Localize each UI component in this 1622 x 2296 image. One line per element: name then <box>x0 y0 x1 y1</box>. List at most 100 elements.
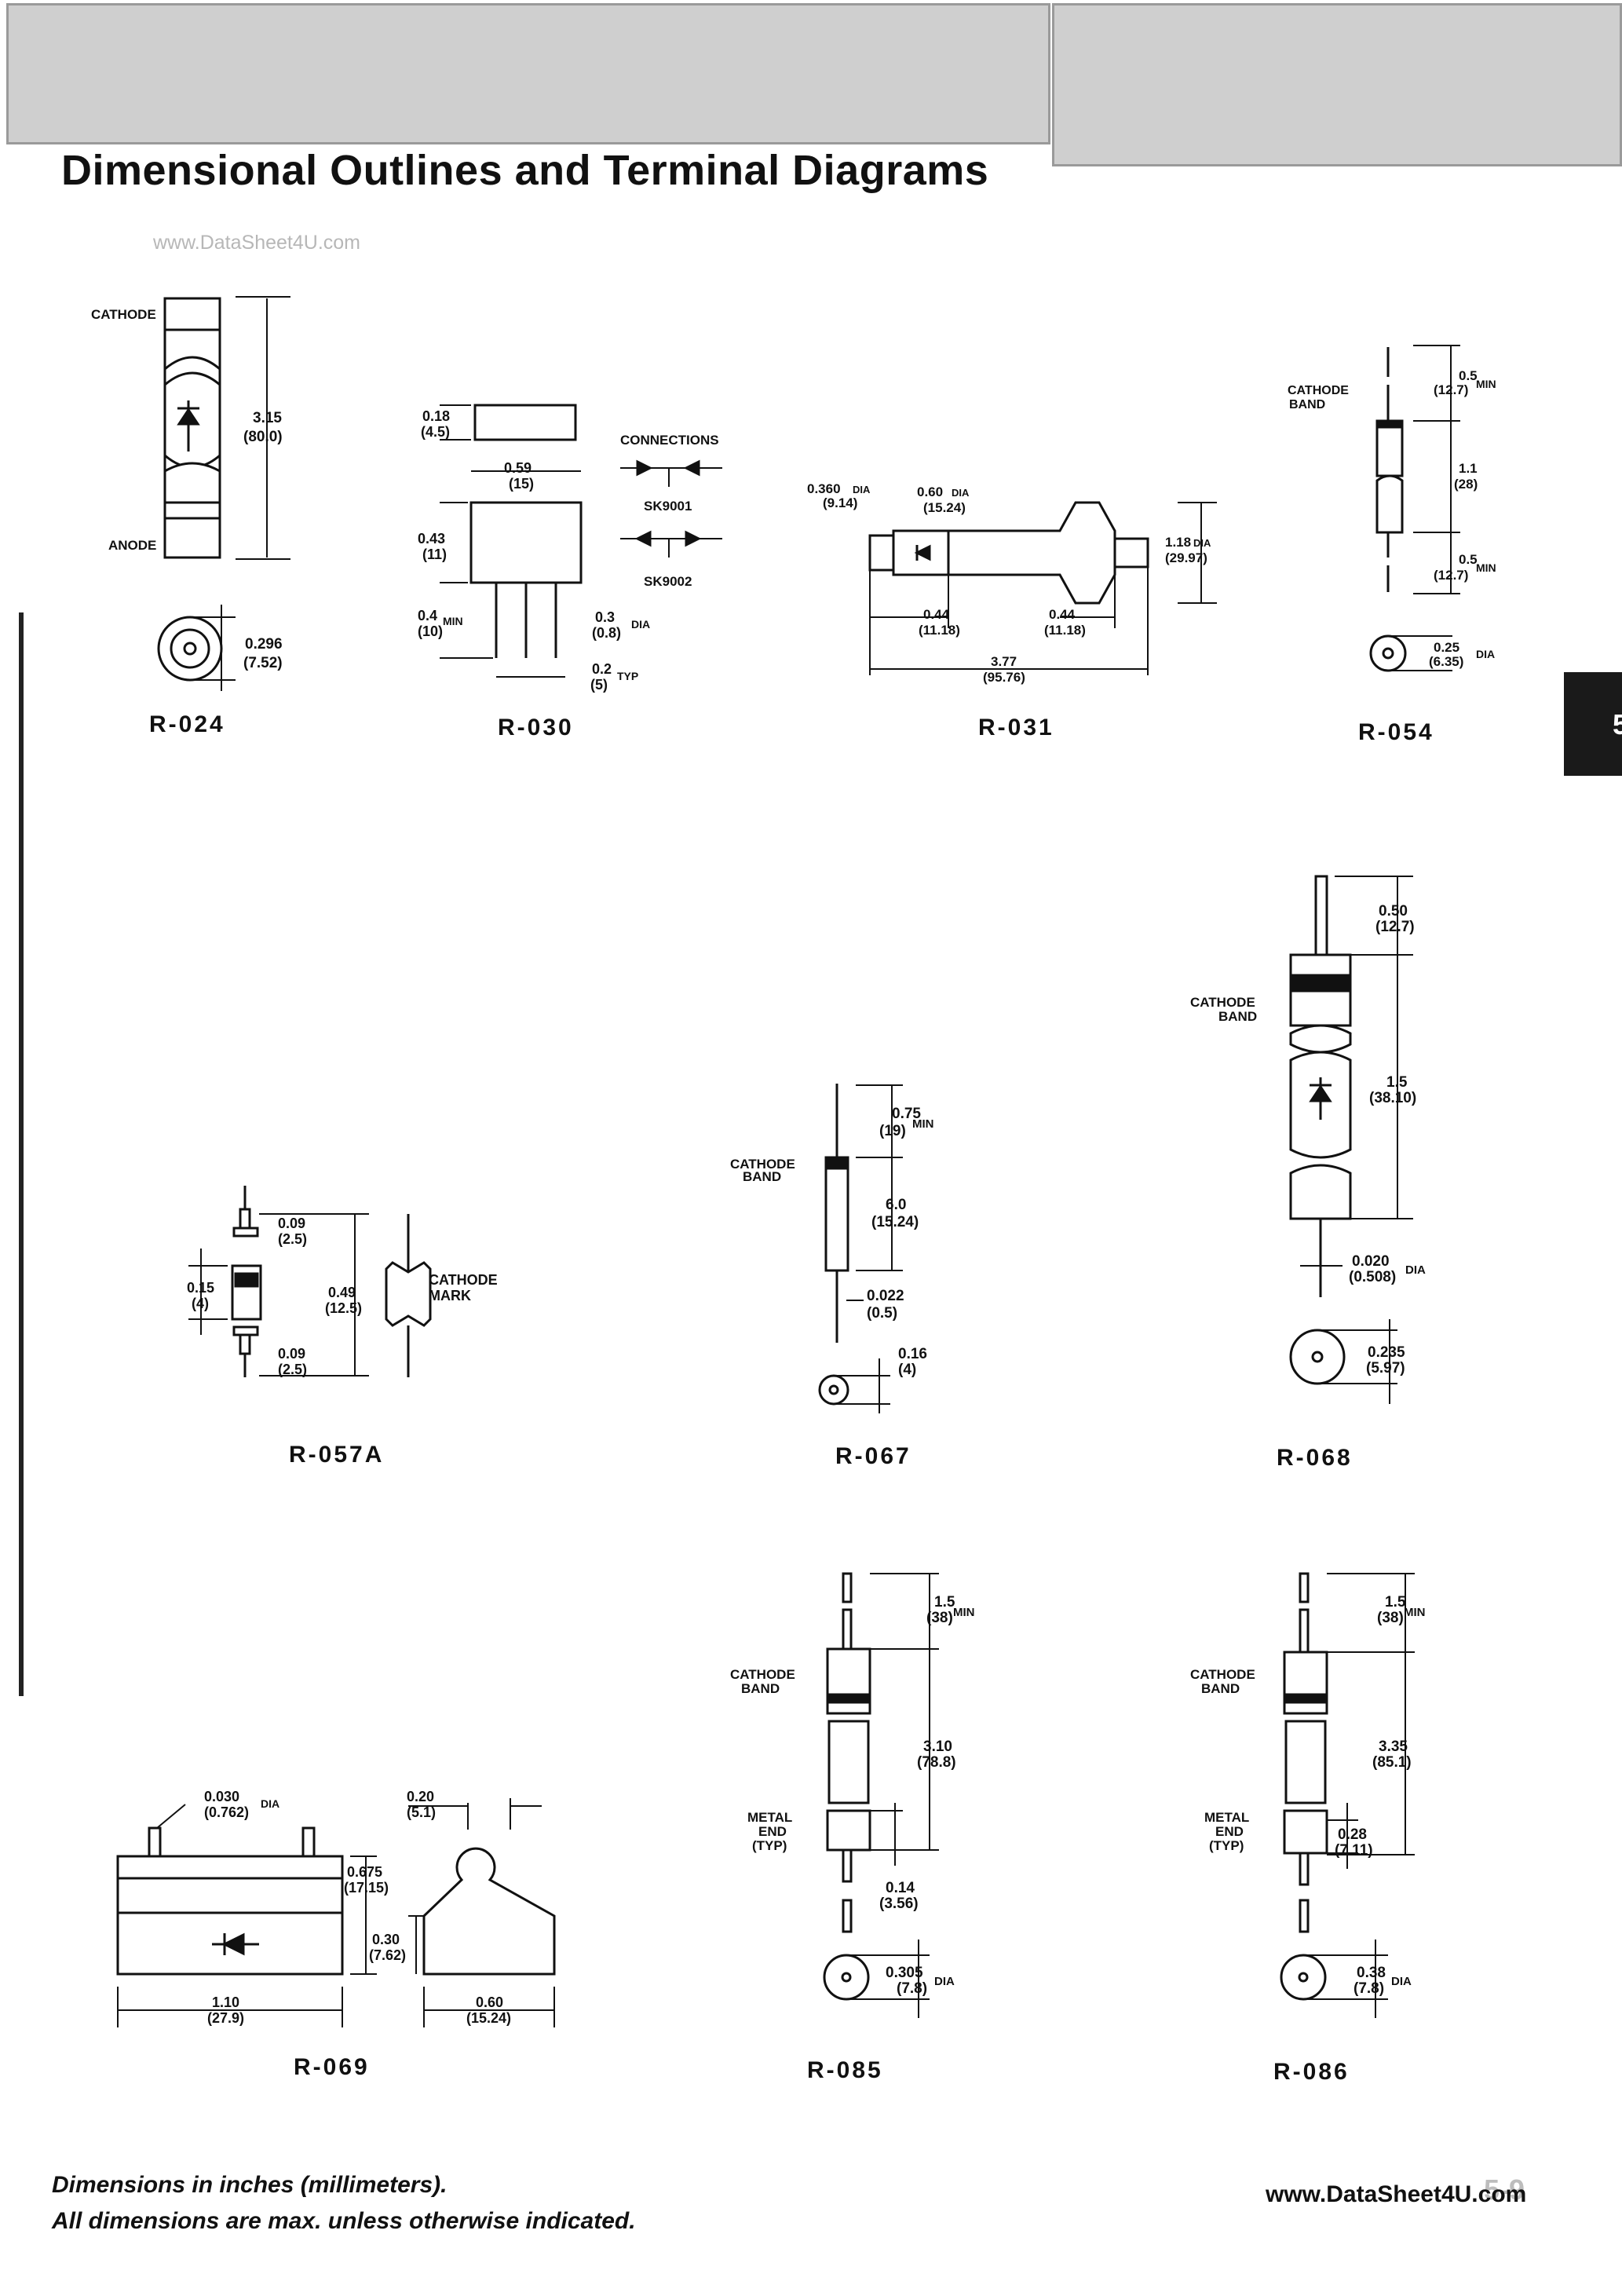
label-r057a: R-057A <box>289 1442 385 1468</box>
r085-end-mm: (3.56) <box>879 1896 919 1912</box>
r086-lead-mm: (38) <box>1377 1610 1404 1626</box>
r069-s-mm: (15.24) <box>466 2010 511 2026</box>
package-r030: 0.18 (4.5) 0.59 (15) 0.43 (11) 0.4 MIN (… <box>418 404 722 693</box>
package-r057a: 0.09 (2.5) 0.15 (4) 0.49 (12.5) 0.09 (2.… <box>187 1186 498 1377</box>
r068-lead-mm: (12.7) <box>1375 919 1415 935</box>
r030-lead-dia-mm: (0.8) <box>592 625 621 641</box>
label-r068: R-068 <box>1277 1445 1353 1471</box>
r024-dia-mm: (7.52) <box>243 655 283 671</box>
r024-length-in: 3.15 <box>253 410 282 426</box>
r030-w-mm: (15) <box>509 476 534 492</box>
r068-dia: DIA <box>1405 1263 1426 1277</box>
r067-lead-dia-mm: (0.5) <box>867 1305 897 1322</box>
r030-body-mm: (11) <box>422 547 447 562</box>
r068-body-in: 1.5 <box>1386 1074 1408 1091</box>
r057a-t-in: 0.09 <box>278 1216 305 1231</box>
r086-dia: DIA <box>1391 1975 1412 1988</box>
r067-lead-in: 0.75 <box>892 1106 921 1122</box>
r068-band-label: BAND <box>1218 1009 1257 1024</box>
r085-band-label: BAND <box>741 1681 780 1696</box>
r024-anode-label: ANODE <box>108 538 156 553</box>
r031-l2-in: 0.44 <box>1049 607 1076 622</box>
r067-min: MIN <box>912 1117 934 1131</box>
binding-rule <box>19 612 24 1696</box>
r054-dia-mm: (6.35) <box>1429 654 1463 669</box>
r068-cathode-label: CATHODE <box>1190 995 1255 1010</box>
package-r086: CATHODE BAND 1.5 MIN (38) 3.35 (85.1) ME… <box>1190 1572 1426 2018</box>
r054-min-2: MIN <box>1476 561 1496 574</box>
r054-lead-in: 0.5 <box>1459 368 1478 383</box>
package-r054: CATHODE BAND 0.5 (12.7) MIN 1.1 (28) 0.5… <box>1288 345 1496 672</box>
r054-lead2-in: 0.5 <box>1459 552 1478 567</box>
r054-lead2-mm: (12.7) <box>1434 568 1468 583</box>
r030-body-in: 0.43 <box>418 531 445 547</box>
r069-dia: DIA <box>261 1797 279 1810</box>
footnote-units: Dimensions in inches (millimeters). <box>52 2172 448 2198</box>
r030-pitch-in: 0.2 <box>592 661 612 677</box>
r067-dia-mm: (4) <box>898 1362 916 1378</box>
r085-dia: DIA <box>934 1975 955 1988</box>
r030-lead-dia-in: 0.3 <box>595 609 615 625</box>
r086-metal: METAL <box>1204 1810 1249 1825</box>
package-r068: CATHODE BAND 0.50 (12.7) 1.5 (38.10) 0.0… <box>1190 875 1426 1404</box>
r030-min: MIN <box>443 615 463 627</box>
r067-lead-dia-in: 0.022 <box>867 1288 904 1304</box>
r069-h-mm: (17.15) <box>344 1880 389 1896</box>
r031-total-mm: (95.76) <box>983 670 1025 685</box>
r031-d1-mm: (9.14) <box>823 495 857 510</box>
label-r054: R-054 <box>1358 719 1434 745</box>
r030-sk9001: SK9001 <box>644 499 692 514</box>
r030-w-in: 0.59 <box>504 460 532 476</box>
r057a-cathode: CATHODE <box>429 1272 498 1288</box>
r085-end: END <box>758 1824 787 1839</box>
r031-d2-in: 0.60 <box>917 484 943 499</box>
r057a-w-mm: (4) <box>192 1296 209 1311</box>
r054-dia-in: 0.25 <box>1434 640 1459 655</box>
r024-length-mm: (80.0) <box>243 429 283 445</box>
r069-tab-mm: (5.1) <box>407 1804 436 1820</box>
r069-pin-mm: (0.762) <box>204 1804 249 1820</box>
r054-lead-mm: (12.7) <box>1434 382 1468 397</box>
r057a-h-in: 0.49 <box>328 1285 356 1300</box>
r068-dia-in: 0.235 <box>1368 1344 1405 1361</box>
r031-l2-mm: (11.18) <box>1044 623 1086 638</box>
r086-dia-in: 0.38 <box>1357 1965 1386 1981</box>
r030-lead-mm: (10) <box>418 623 443 639</box>
r085-dia-mm: (7.8) <box>897 1980 927 1997</box>
r057a-b-mm: (2.5) <box>278 1362 307 1377</box>
r069-tab-in: 0.20 <box>407 1789 434 1804</box>
r069-b-in: 0.30 <box>372 1932 400 1947</box>
r031-d3-in: 1.18 <box>1165 535 1191 550</box>
r024-dia-in: 0.296 <box>245 636 283 653</box>
r067-band-label: BAND <box>743 1169 781 1184</box>
r031-l1-in: 0.44 <box>923 607 950 622</box>
r085-metal: METAL <box>747 1810 792 1825</box>
r057a-w-in: 0.15 <box>187 1280 214 1296</box>
package-r031: 0.360 DIA (9.14) 0.60 DIA (15.24) 1.18 D… <box>807 481 1217 685</box>
label-r031: R-031 <box>978 715 1054 740</box>
package-r024: CATHODE ANODE 3.15 (80.0) 0.296 (7.52) <box>91 296 290 691</box>
r024-cathode-label: CATHODE <box>91 307 156 322</box>
r086-end-in: 0.28 <box>1338 1826 1367 1843</box>
r054-dia: DIA <box>1476 648 1495 660</box>
r067-lead-mm: (19) <box>879 1123 906 1139</box>
r068-body-mm: (38.10) <box>1369 1090 1416 1106</box>
r086-body-in: 3.35 <box>1379 1738 1408 1755</box>
r067-cathode-label: CATHODE <box>730 1157 795 1172</box>
label-r086: R-086 <box>1273 2059 1350 2085</box>
r031-d2-dia: DIA <box>952 487 970 499</box>
r086-band-label: BAND <box>1201 1681 1240 1696</box>
r068-lead-in: 0.50 <box>1379 903 1408 919</box>
label-r069: R-069 <box>294 2054 370 2080</box>
r030-sk9002: SK9002 <box>644 574 692 589</box>
page-number: 5-9 <box>1484 2174 1525 2206</box>
label-r030: R-030 <box>498 715 574 740</box>
r086-min: MIN <box>1404 1606 1426 1619</box>
header-panel-right <box>1052 3 1622 166</box>
r054-body-mm: (28) <box>1454 477 1478 492</box>
r086-lead-in: 1.5 <box>1385 1594 1406 1610</box>
header-panel-left <box>6 3 1050 144</box>
r067-body-in: 6.0 <box>886 1197 906 1213</box>
r030-pitch-mm: (5) <box>590 677 608 693</box>
